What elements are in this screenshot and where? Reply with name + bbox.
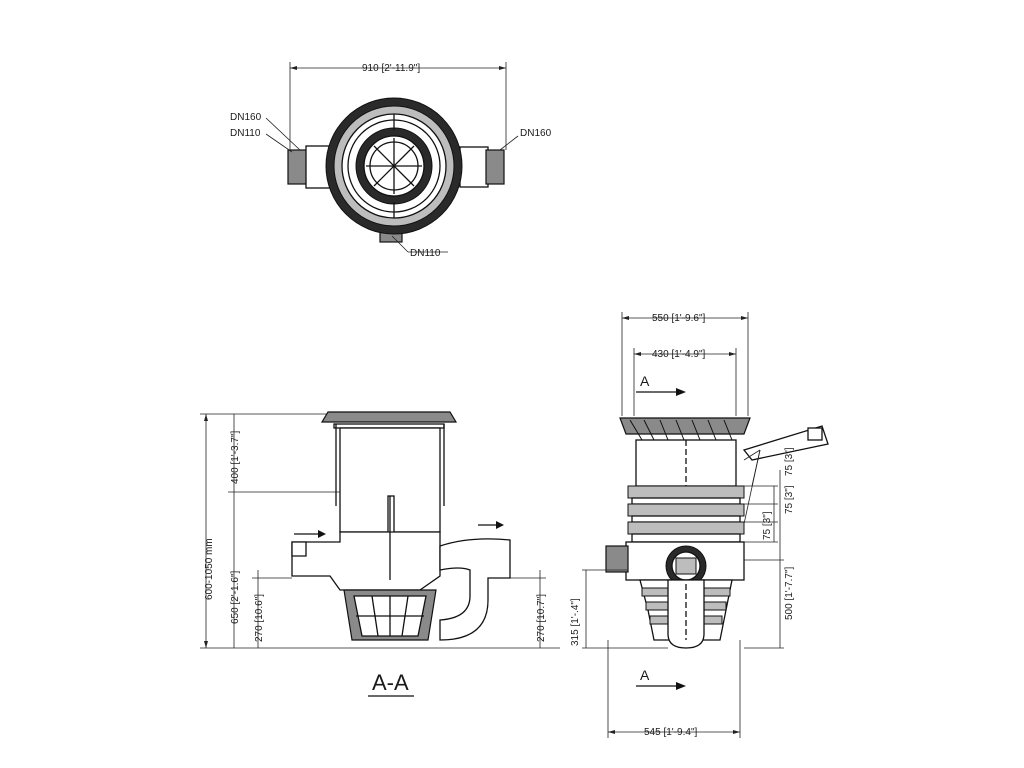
section-view: 600-1050 mm 400 [1'-3.7"] 650 [2'-1.6"] …	[200, 411, 560, 697]
label-dn110-bottom: DN110	[410, 248, 441, 259]
label-dn160-left: DN160	[230, 112, 262, 123]
side-view: 550 [1'-9.6"] 430 [1'-4.9"] A	[570, 312, 829, 738]
top-width-550: 550 [1'-9.6"]	[652, 313, 705, 324]
lower-height-dimension: 650 [2'-1.6"]	[230, 571, 241, 624]
inlet-height-dimension: 270 [10.6"]	[254, 594, 265, 642]
total-height-dimension: 600-1050 mm	[204, 538, 215, 600]
body-height-500: 500 [1'-7.7"]	[784, 567, 795, 620]
top-view: 910 [2'-11.9"] DN160 DN110 DN160 DN	[230, 62, 552, 259]
ring-dimension-b: 75 [3"]	[762, 511, 773, 540]
outlet-height-dimension: 270 [10.7"]	[536, 594, 547, 642]
inner-width-430: 430 [1'-4.9"]	[652, 349, 705, 360]
label-dn110-left: DN110	[230, 128, 261, 139]
section-mark-bottom: A	[640, 667, 650, 683]
low-height-315: 315 [1'-.4"]	[570, 598, 581, 646]
upper-height-dimension: 400 [1'-3.7"]	[230, 431, 241, 484]
ring-dimension-a: 75 [3"]	[784, 485, 795, 514]
top-width-dimension: 910 [2'-11.9"]	[362, 63, 420, 74]
ring-dimension-c: 75 [3"]	[784, 447, 795, 476]
bottom-width-545: 545 [1'-9.4"]	[644, 727, 697, 738]
section-mark-top: A	[640, 373, 650, 389]
section-title: A-A	[372, 670, 409, 695]
label-dn160-right: DN160	[520, 128, 552, 139]
